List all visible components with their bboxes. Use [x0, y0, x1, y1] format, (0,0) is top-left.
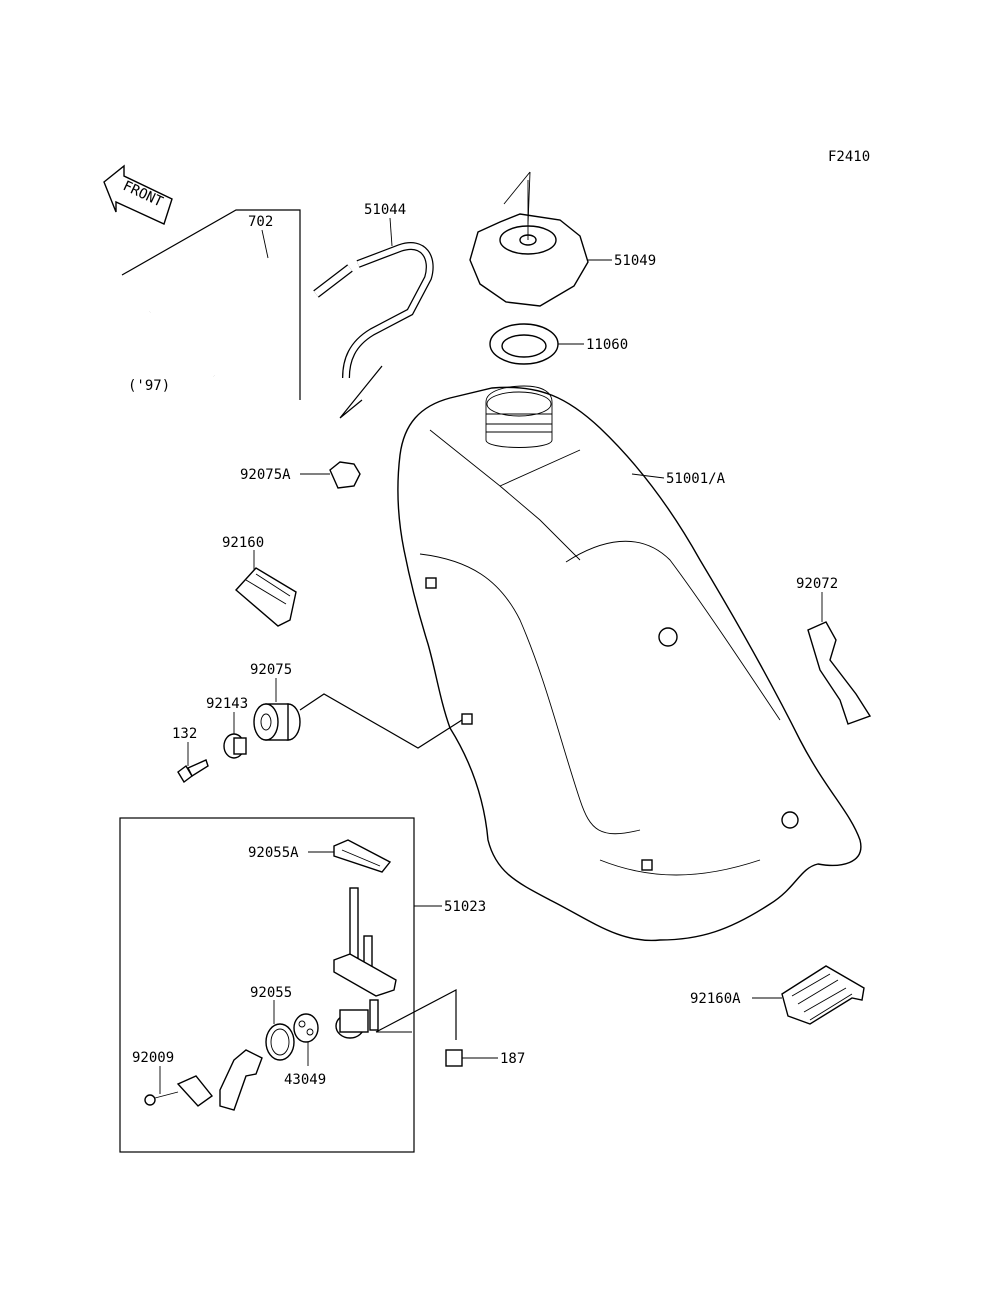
diaphragm-43049[interactable] — [293, 1013, 319, 1066]
part-label-51001a: 51001/A — [666, 471, 726, 487]
damper-92075[interactable] — [253, 678, 463, 749]
gasket-92055a[interactable] — [308, 839, 392, 873]
part-label-51044: 51044 — [364, 202, 406, 218]
front-arrow-icon: FRONT — [103, 164, 173, 225]
bolt-187[interactable] — [445, 1049, 498, 1067]
pad-92160a[interactable] — [752, 965, 865, 1025]
lever-assembly[interactable] — [176, 1049, 263, 1111]
fuel-cap-51049[interactable] — [469, 171, 612, 307]
part-label-92160: 92160 — [222, 535, 264, 551]
strap-92072[interactable] — [807, 592, 872, 725]
part-label-43049: 43049 — [284, 1072, 326, 1088]
collar-92143[interactable] — [223, 712, 247, 759]
part-label-92072: 92072 — [796, 576, 838, 592]
part-label-51049: 51049 — [614, 253, 656, 269]
gasket-11060[interactable] — [489, 323, 584, 365]
year-note: ('97) — [128, 378, 170, 394]
part-label-132: 132 — [172, 726, 197, 742]
part-label-92160a: 92160A — [690, 991, 741, 1007]
diagram-code: F2410 — [828, 149, 870, 165]
part-label-11060: 11060 — [586, 337, 628, 353]
bolt-132[interactable] — [177, 742, 209, 784]
plug-92075a[interactable] — [300, 461, 361, 489]
hose-51044[interactable] — [313, 217, 434, 419]
fuel-cock-body[interactable] — [333, 887, 457, 1040]
part-label-92055: 92055 — [250, 985, 292, 1001]
part-label-92055a: 92055A — [248, 845, 299, 861]
fuel-tank-51001a[interactable] — [397, 385, 862, 942]
part-label-92143: 92143 — [206, 696, 248, 712]
part-label-92075: 92075 — [250, 662, 292, 678]
pad-92160[interactable] — [234, 550, 297, 627]
part-label-92009: 92009 — [132, 1050, 174, 1066]
fuel-cock-kit-box — [119, 817, 415, 1153]
o-ring-92055[interactable] — [265, 1000, 295, 1061]
screw-92009[interactable] — [144, 1066, 179, 1106]
part-label-702: 702 — [248, 214, 273, 230]
part-label-92075a: 92075A — [240, 467, 291, 483]
part-label-51023: 51023 — [444, 899, 486, 915]
part-label-187: 187 — [500, 1051, 525, 1067]
hose-702[interactable] — [121, 209, 301, 400]
